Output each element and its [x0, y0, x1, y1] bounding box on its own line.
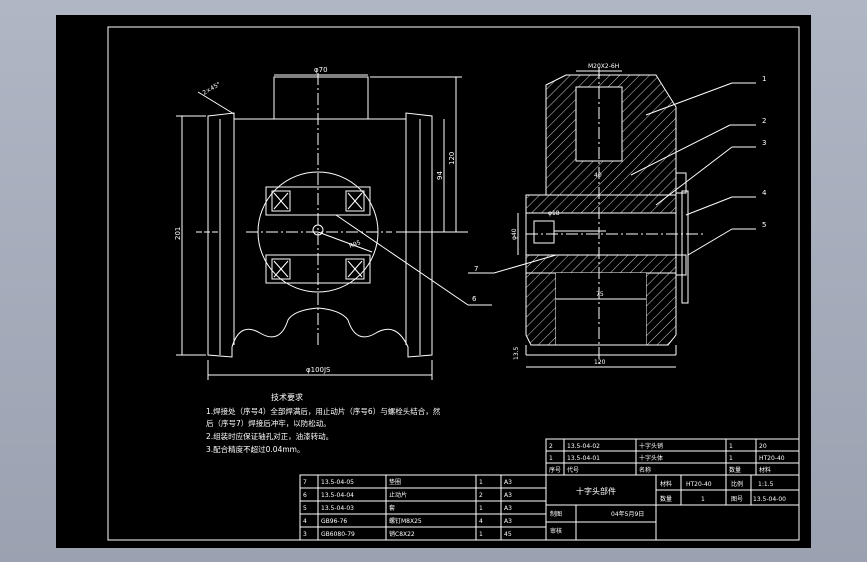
bom-cell: 2 [479, 492, 483, 499]
dim-chamfer: 2×45° [202, 81, 222, 97]
balloon-3: 3 [762, 139, 766, 147]
notes-line-1: 1.焊接处（序号4）全部焊满后，用止动片（序号6）与螺栓头结合，然 [206, 406, 441, 416]
parts-cell: HT20-40 [759, 455, 785, 462]
bom-cell: 4 [303, 518, 307, 525]
bom-cell: 13.5-04-03 [321, 505, 354, 512]
notes-line-3: 2.组装时应保证轴孔对正，油漆转动。 [206, 431, 333, 441]
parts-cell: 13.5-04-01 [567, 455, 600, 462]
parts-cell: 数量 [729, 466, 741, 474]
bom-cell: A3 [504, 518, 512, 525]
drawn-label: 制图 [550, 510, 562, 518]
material-value: HT20-40 [686, 481, 712, 488]
engineering-drawing: φ70 φ100JS 120 94 201 2×45° R95 M20X2-6H… [107, 26, 800, 541]
bom-cell: 13.5-04-04 [321, 492, 354, 499]
qty-label: 数量 [660, 495, 672, 503]
dim-135: 13.5 [513, 346, 520, 360]
bom-cell: GB6080-79 [321, 531, 355, 538]
dim-94: 94 [436, 171, 444, 180]
sheet-label: 图号 [731, 496, 743, 503]
notes-line-4: 3.配合精度不超过0.04mm。 [206, 444, 304, 454]
sheet-no: 13.5-04-00 [753, 496, 786, 503]
parts-cell: 十字头销 [639, 442, 663, 450]
dim-120: 120 [448, 152, 456, 165]
balloon-6: 6 [472, 295, 477, 303]
bom-cell: 7 [303, 479, 307, 486]
bom-cell: 止动片 [389, 491, 407, 499]
notes-title: 技术要求 [271, 392, 303, 402]
bom-cell: 5 [303, 505, 307, 512]
dim-201: 201 [174, 227, 182, 240]
bom-cell: 销C8X22 [389, 530, 415, 538]
technical-notes: 技术要求 1.焊接处（序号4）全部焊满后，用止动片（序号6）与螺栓头结合，然 后… [206, 392, 441, 454]
drawing-sheet[interactable]: φ70 φ100JS 120 94 201 2×45° R95 M20X2-6H… [56, 15, 811, 548]
balloon-2: 2 [762, 117, 766, 125]
bom-cell: 1 [479, 479, 483, 486]
parts-cell: 2 [549, 443, 553, 450]
parts-cell: 序号 [549, 466, 561, 474]
bom-cell: 13.5-04-05 [321, 479, 354, 486]
balloon-4: 4 [762, 189, 767, 197]
parts-cell: 1 [729, 443, 733, 450]
title-block: 十字头部件 材料 HT20-40 比例 1:1.5 数量 1 图号 13.5-0… [545, 474, 800, 541]
dim-phi100: φ100JS [306, 366, 331, 374]
front-view [176, 73, 492, 380]
bom-cell: 套 [389, 504, 395, 512]
bom-cell: 4 [479, 518, 483, 525]
parts-cell: 材料 [759, 466, 771, 474]
bom-cell: A3 [504, 505, 512, 512]
parts-cell: 1 [549, 455, 553, 462]
bom-cell: A3 [504, 492, 512, 499]
notes-line-2: 后（序号7）焊接后冲牢，以防松动。 [206, 418, 331, 428]
qty-value: 1 [701, 496, 705, 503]
dim-75: 75 [596, 291, 604, 298]
scale-label: 比例 [731, 480, 743, 488]
parts-cell: 十字头体 [639, 454, 663, 462]
section-view [468, 67, 756, 368]
bom-cell: 1 [479, 505, 483, 512]
bom-cell: 螺钉M8X25 [389, 517, 422, 525]
bom-cell: GB96-76 [321, 518, 347, 525]
parts-cell: 代号 [567, 466, 579, 474]
scale-value: 1:1.5 [758, 481, 774, 488]
part-balloons: 1 2 3 4 5 6 7 [472, 75, 767, 303]
dim-120b: 120 [594, 359, 606, 366]
parts-cell: 1 [729, 455, 733, 462]
parts-cell: 20 [759, 443, 767, 450]
drawing-name: 十字头部件 [576, 486, 616, 496]
material-label: 材料 [660, 480, 672, 488]
dim-phi18: φ18 [548, 210, 560, 217]
dim-r95: R95 [348, 239, 362, 250]
balloon-7: 7 [474, 265, 478, 273]
drawn-date: 04年5月9日 [611, 510, 644, 518]
bom-cell: 1 [479, 531, 483, 538]
bom-cell: 6 [303, 492, 307, 499]
dim-phi70: φ70 [314, 66, 328, 74]
balloon-5: 5 [762, 221, 766, 229]
balloon-1: 1 [762, 75, 766, 83]
parts-cell: 13.5-04-02 [567, 443, 600, 450]
bom-cell: A3 [504, 479, 512, 486]
parts-cell: 名称 [639, 466, 651, 474]
checked-label: 审核 [550, 527, 562, 535]
dim-thread: M20X2-6H [588, 63, 619, 70]
dim-phi40: φ40 [511, 228, 518, 240]
bom-cell: 45 [504, 531, 512, 538]
dim-40: 40 [594, 172, 602, 179]
bom-cell: 3 [303, 531, 307, 538]
bom-cell: 垫圈 [389, 478, 401, 486]
